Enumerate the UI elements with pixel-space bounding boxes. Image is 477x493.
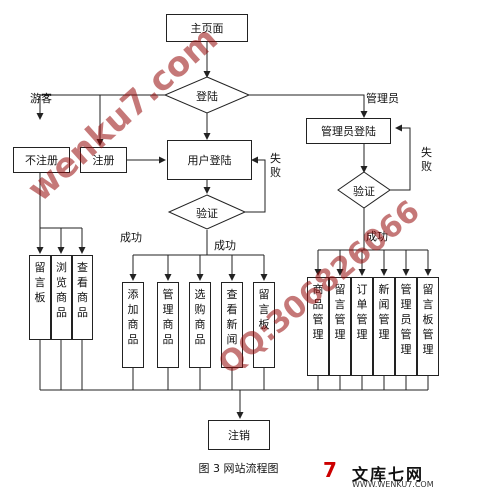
admin-box: 管理员管理 — [395, 277, 417, 376]
register-label: 注册 — [92, 154, 115, 167]
logo-name: 文库七网 — [352, 465, 425, 484]
admin-box: 商品管理 — [307, 277, 329, 376]
admin-edge-label: 管理员 — [366, 92, 399, 105]
login-decision-label: 登陆 — [196, 90, 218, 103]
guest-edge-label: 游客 — [30, 92, 52, 105]
verify-left-diamond — [167, 194, 247, 230]
user-box: 留言板 — [253, 282, 275, 368]
verify-left-label: 验证 — [196, 207, 218, 220]
no-register-label: 不注册 — [25, 154, 58, 167]
figure-caption: 图 3 网站流程图 — [198, 462, 279, 475]
user-box: 管理商品 — [157, 282, 179, 368]
guest-box: 留言板 — [29, 255, 51, 340]
register-node: 注册 — [80, 147, 127, 173]
user-box: 查看新闻 — [221, 282, 243, 368]
user-box: 添加商品 — [122, 282, 144, 368]
admin-box: 留言管理 — [329, 277, 351, 376]
admin-box: 留言板管理 — [417, 277, 439, 376]
success-mid-b-label: 成功 — [214, 239, 236, 252]
logout-label: 注销 — [228, 429, 250, 442]
home-label: 主页面 — [190, 22, 224, 35]
admin-login-node: 管理员登陆 — [306, 118, 391, 144]
guest-box: 浏览商品 — [51, 255, 72, 340]
success-mid-a-label: 成功 — [120, 231, 142, 244]
logout-node: 注销 — [208, 420, 270, 450]
verify-right-label: 验证 — [353, 185, 375, 198]
user-login-node: 用户登陆 — [167, 140, 252, 180]
fail-right-label: 失败 — [421, 146, 432, 173]
admin-box: 新闻管理 — [373, 277, 395, 376]
verify-right-diamond — [337, 171, 391, 209]
admin-box: 订单管理 — [351, 277, 373, 376]
fail-left-label: 失败 — [270, 152, 281, 179]
logo-url: WWW.WENKU7.COM — [352, 480, 434, 489]
success-right-label: 成功 — [366, 230, 388, 243]
user-login-label: 用户登陆 — [187, 154, 232, 167]
login-diamond — [163, 76, 251, 114]
home-node: 主页面 — [166, 14, 248, 42]
guest-box: 查看商品 — [72, 255, 93, 340]
admin-login-label: 管理员登陆 — [321, 125, 376, 138]
no-register-node: 不注册 — [13, 147, 70, 173]
logo-mark: 7 — [323, 458, 337, 482]
user-box: 选购商品 — [189, 282, 211, 368]
